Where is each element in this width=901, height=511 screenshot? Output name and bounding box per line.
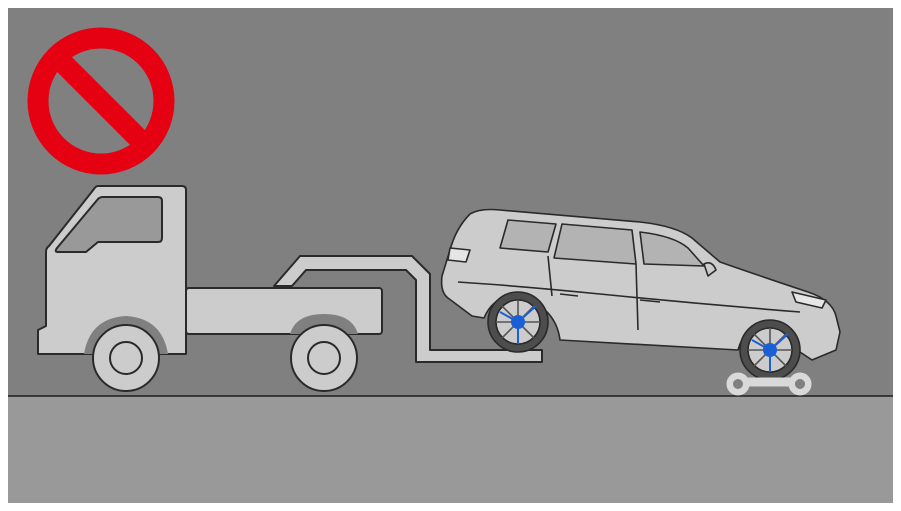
car-window-middle — [554, 224, 636, 264]
ground-area — [8, 396, 893, 503]
car-taillight — [448, 248, 470, 262]
car-window-rear — [500, 220, 556, 252]
truck-front-wheel — [93, 325, 159, 391]
truck-rear-wheel — [291, 325, 357, 391]
